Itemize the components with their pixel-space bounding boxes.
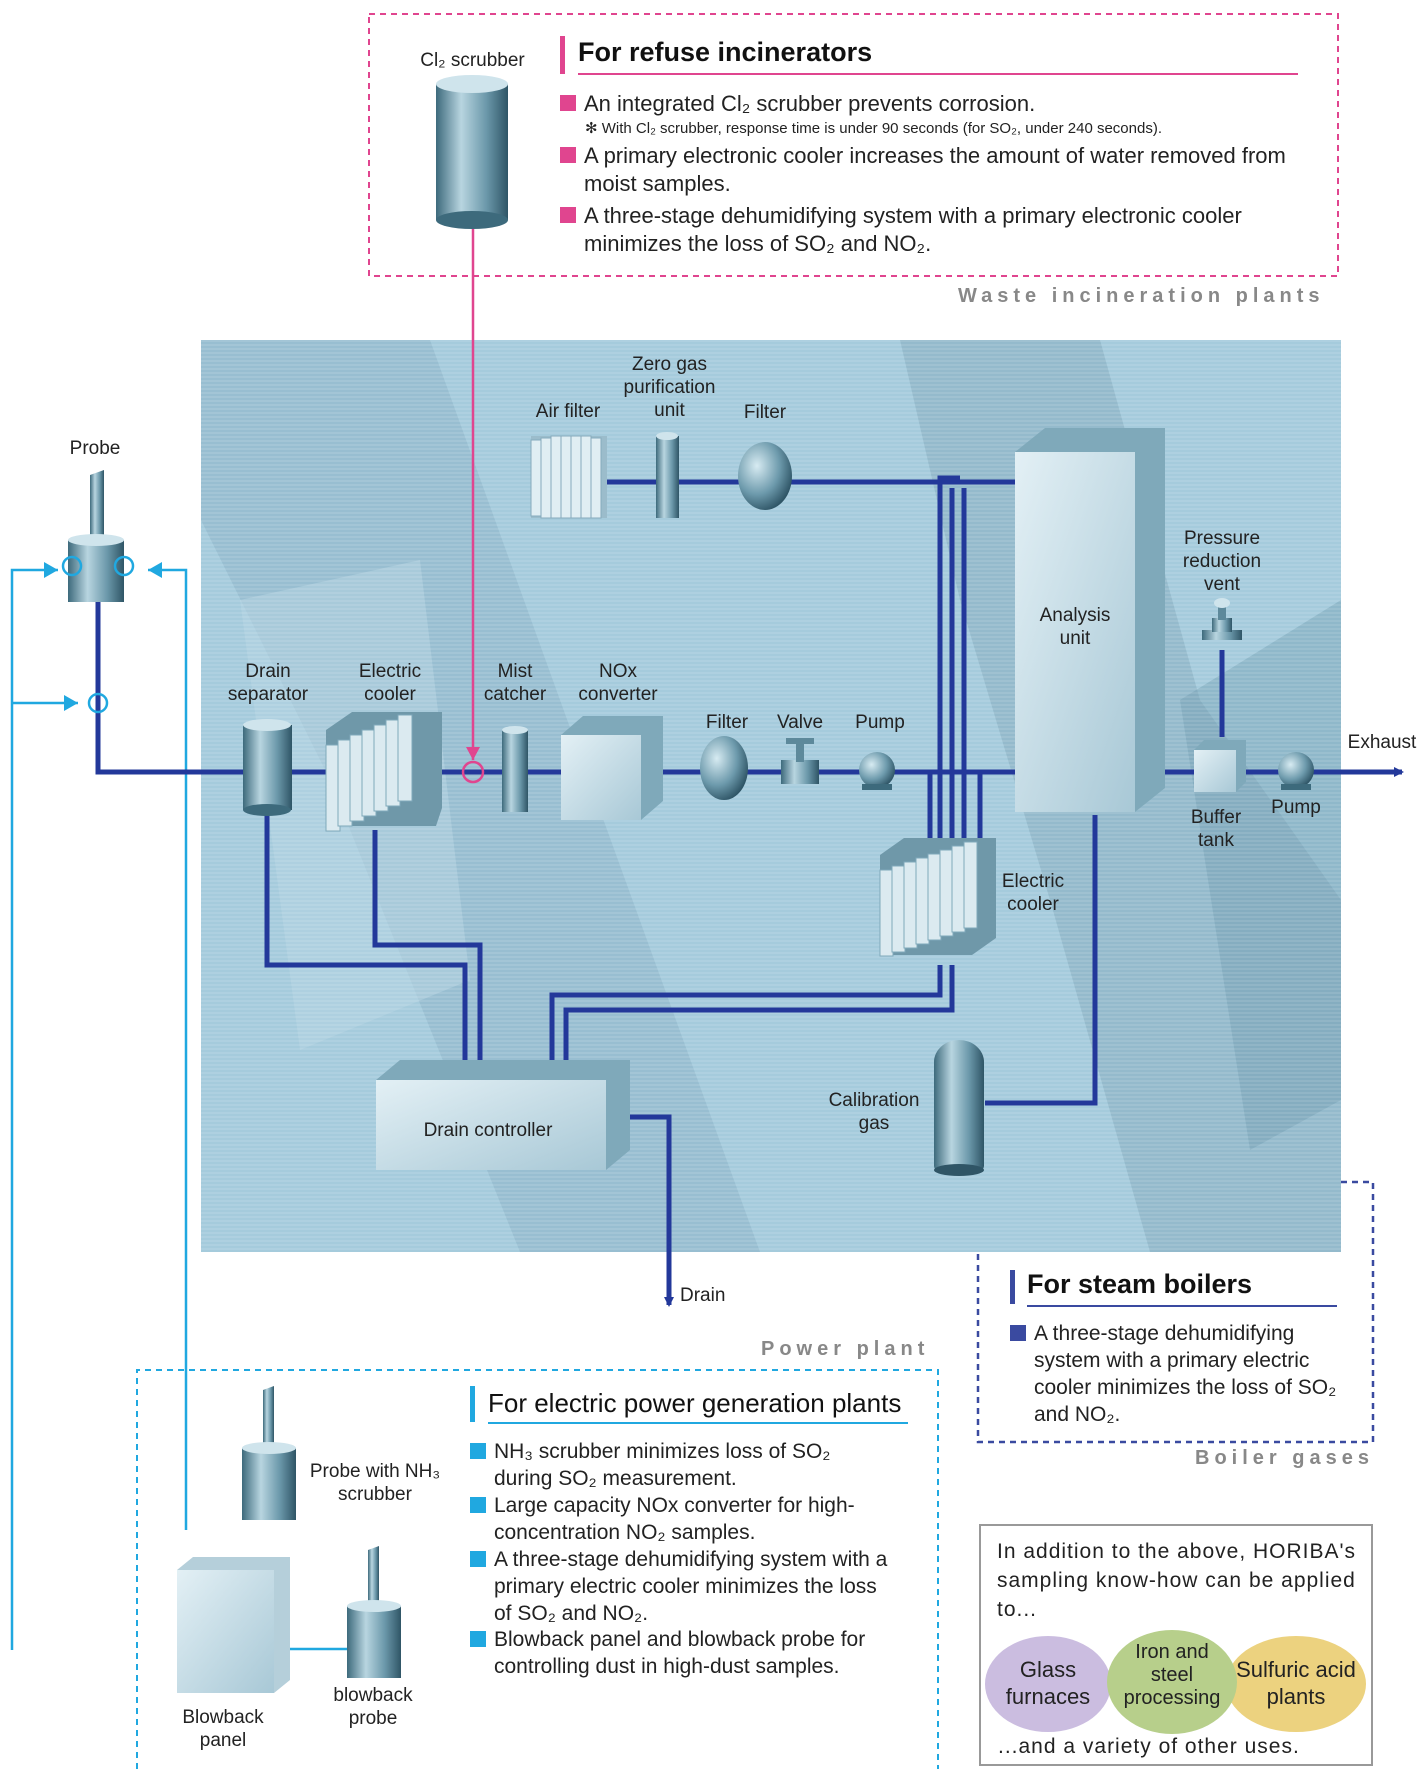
power-frame: [136, 1369, 939, 1769]
nox-converter-label: NOx converter: [578, 661, 658, 705]
refuse-title: For refuse incinerators: [578, 37, 873, 67]
drain-controller-label: Drain controller: [423, 1120, 553, 1141]
probe-nh3-icon: [242, 1386, 296, 1520]
blowback-panel-icon: [177, 1557, 290, 1693]
buffer-tank-label: Buffer tank: [1190, 807, 1242, 851]
power-bullet-1: NH₃ scrubber minimizes loss of SO₂ durin…: [470, 1438, 890, 1492]
drain-separator-icon: [243, 719, 292, 816]
boiler-title-underline: [1027, 1305, 1337, 1307]
power-bullet-2: Large capacity NOx converter for high-co…: [470, 1492, 890, 1546]
blowback-junction: [87, 692, 109, 714]
electric-cooler-2-label: Electric cooler: [1001, 871, 1065, 915]
blowback-arrowheads: [44, 562, 162, 711]
boiler-title-bar: [1010, 1270, 1015, 1304]
air-filter-label: Air filter: [535, 401, 601, 422]
exhaust-label: Exhaust: [1347, 732, 1417, 753]
electric-cooler-label: Electric cooler: [358, 661, 422, 705]
pressure-vent-label: Pressure reduction vent: [1182, 528, 1262, 595]
valve-icon: [781, 738, 819, 784]
blowback-probe-label: blowback probe: [333, 1685, 413, 1729]
pressure-vent-icon: [1202, 598, 1242, 640]
oval-sulfuric: [1226, 1636, 1366, 1732]
refuse-bullet-1: An integrated Cl₂ scrubber prevents corr…: [560, 90, 1300, 118]
power-bullet-4: Blowback panel and blowback probe for co…: [470, 1626, 890, 1680]
mist-catcher-icon: [502, 726, 528, 812]
valve-label: Valve: [776, 712, 824, 733]
power-title: For electric power generation plants: [488, 1388, 902, 1418]
probe-icon: [61, 470, 135, 602]
probe-nh3-label: Probe with NH₃ scrubber: [309, 1461, 441, 1505]
addition-item-sulfuric: Sulfuric acid plants: [1236, 1657, 1356, 1709]
waste-caption: Waste incineration plants: [958, 285, 1325, 307]
filter-mid-icon: [700, 736, 748, 800]
addition-outro: ...and a variety of other uses.: [998, 1735, 1300, 1758]
cl2-scrubber-label: Cl₂ scrubber: [420, 50, 525, 71]
refuse-bullet-3: A three-stage dehumidifying system with …: [560, 202, 1300, 258]
refuse-bullet-2: A primary electronic cooler increases th…: [560, 142, 1300, 198]
oval-iron: [1107, 1630, 1237, 1734]
pump-mid-icon: [859, 752, 895, 790]
electric-cooler-icon: [325, 712, 442, 832]
blowback-probe-icon: [347, 1546, 401, 1678]
drain-separator-label: Drain separator: [227, 661, 309, 705]
boiler-bullet-1: A three-stage dehumidifying system with …: [1010, 1320, 1345, 1428]
pump-mid-label: Pump: [855, 712, 905, 733]
drain-controller-icon: [376, 1060, 630, 1170]
bullet-square: [560, 207, 576, 223]
power-title-bar: [470, 1386, 475, 1422]
refuse-note: ✻ With Cl₂ scrubber, response time is un…: [585, 120, 1162, 137]
bullet-square: [1010, 1325, 1026, 1341]
bullet-square: [470, 1551, 486, 1567]
oval-glass: [985, 1636, 1111, 1732]
bullet-square: [470, 1631, 486, 1647]
calibration-gas-label: Calibration gas: [828, 1090, 920, 1134]
zero-gas-label: Zero gas purification unit: [623, 354, 716, 421]
power-bullet-3: A three-stage dehumidifying system with …: [470, 1546, 890, 1627]
calibration-gas-icon: [934, 1040, 984, 1176]
power-plant-caption: Power plant: [761, 1338, 930, 1360]
bullet-square: [470, 1443, 486, 1459]
filter-mid-label: Filter: [705, 712, 749, 733]
analysis-unit-icon: [1015, 428, 1165, 812]
addition-item-iron: Iron and steel processing: [1123, 1641, 1221, 1709]
nox-converter-icon: [561, 716, 663, 820]
refuse-title-bar: [560, 36, 565, 74]
addition-intro: In addition to the above, HORIBA's sampl…: [997, 1540, 1357, 1621]
refuse-title-underline: [578, 73, 1298, 75]
probe-label: Probe: [69, 438, 121, 459]
cl2-junction: [461, 760, 485, 784]
filter-top-icon: [738, 442, 792, 510]
mist-catcher-label: Mist catcher: [483, 661, 547, 705]
air-filter-icon: [530, 435, 607, 519]
drain-label: Drain: [680, 1285, 726, 1306]
analysis-unit-label: Analysis unit: [1039, 605, 1111, 649]
boiler-frame: [976, 1180, 1375, 1444]
zero-gas-unit-icon: [656, 432, 679, 518]
bullet-square: [560, 95, 576, 111]
electric-cooler-2-icon: [879, 838, 996, 957]
pump-right-label: Pump: [1271, 797, 1321, 818]
bullet-square: [470, 1497, 486, 1513]
bullet-square: [560, 147, 576, 163]
buffer-tank-icon: [1194, 740, 1246, 792]
addition-item-glass: Glass furnaces: [1005, 1657, 1091, 1709]
cl2-scrubber-icon: [436, 75, 508, 229]
pump-right-icon: [1278, 752, 1314, 790]
power-title-underline: [488, 1422, 908, 1424]
boiler-caption: Boiler gases: [1195, 1447, 1374, 1469]
cl2-arrowhead: [466, 747, 480, 760]
blowback-panel-label: Blowback panel: [182, 1707, 264, 1751]
boiler-title: For steam boilers: [1027, 1269, 1253, 1299]
refuse-frame: [368, 13, 1339, 277]
filter-top-label: Filter: [743, 402, 787, 423]
